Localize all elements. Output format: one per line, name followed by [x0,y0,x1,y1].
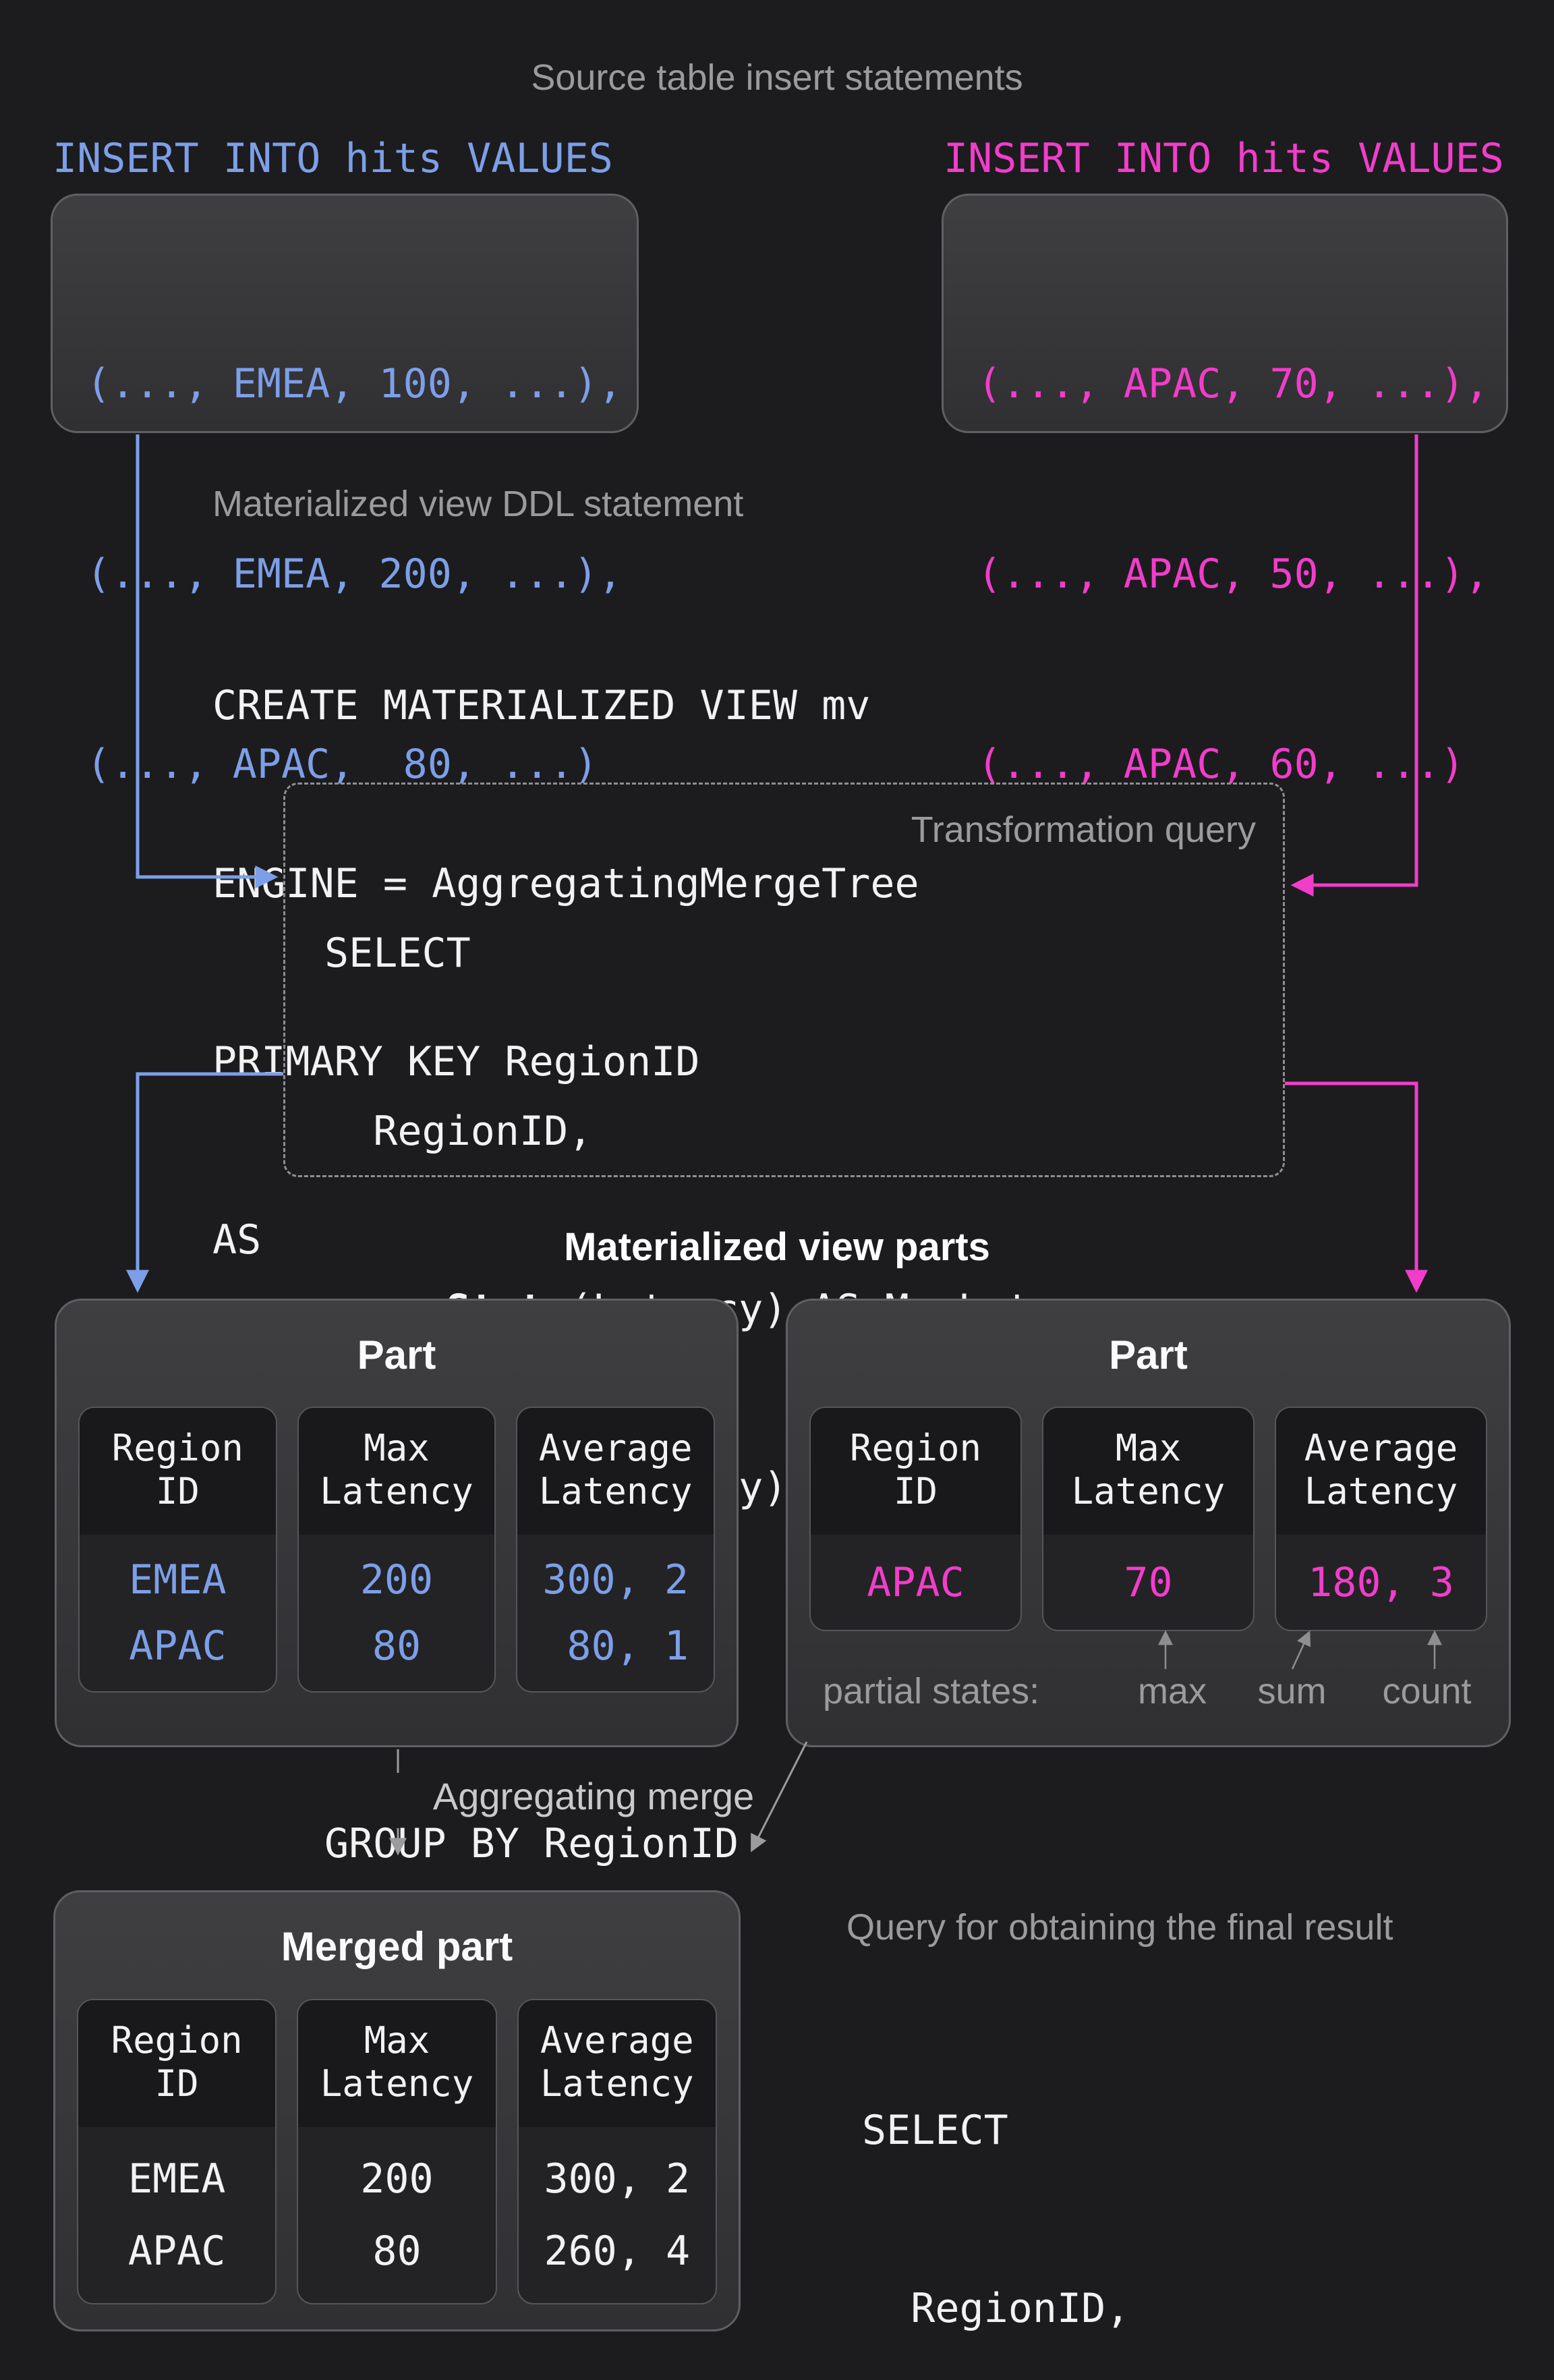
column-values: 300, 2 260, 4 [519,2127,716,2303]
parts-heading: Materialized view parts [564,1225,990,1269]
column-max-latency: Max Latency 70 [1042,1407,1255,1631]
cell: 80, 1 [542,1622,689,1670]
column-header: Region ID [78,2000,276,2127]
column-average-latency: Average Latency 300, 2 80, 1 [516,1407,716,1693]
column-header: Average Latency [518,2000,716,2127]
insert-right-box: (..., APAC, 70, ...), (..., APAC, 50, ..… [942,194,1508,788]
partial-state-sum: sum [1257,1671,1327,1711]
column-max-latency: Max Latency 200 80 [297,1999,497,2304]
partial-state-max: max [1137,1671,1207,1711]
transformation-query-box: Transformation query SELECT RegionID, ma… [283,783,1285,1867]
cell: APAC [129,1622,227,1670]
column-header: Max Latency [1043,1408,1253,1535]
code-line: GROUP BY RegionID [324,1820,739,1867]
cell: 180, 3 [1308,1558,1454,1606]
code-line: SELECT [862,2107,1008,2154]
insert-left-title: INSERT INTO hits VALUES [53,135,613,182]
part-right-title: Part [1109,1332,1188,1378]
cell: 70 [1124,1558,1173,1606]
column-values: EMEA APAC [78,2127,275,2303]
cell: 300, 2 [542,1556,689,1604]
transformation-query-label: Transformation query [911,810,1256,850]
column-average-latency: Average Latency 180, 3 [1275,1407,1487,1631]
column-average-latency: Average Latency 300, 2 260, 4 [517,1999,717,2304]
column-region-id: Region ID APAC [809,1407,1022,1631]
cell: 300, 2 [544,2155,691,2203]
column-header: Max Latency [298,2000,496,2127]
code-line: SELECT [324,930,471,977]
column-values: EMEA APAC [80,1535,276,1691]
insert-left-box: (..., EMEA, 100, ...), (..., EMEA, 200, … [51,194,639,788]
code-line: CREATE MATERIALIZED VIEW mv [212,682,871,729]
code-line: PRIMARY KEY RegionID [212,1038,700,1085]
insert-line: (..., EMEA, 100, ...), [86,360,623,407]
column-region-id: Region ID EMEA APAC [78,1407,277,1693]
column-header: Average Latency [1276,1408,1486,1535]
column-header: Region ID [80,1408,276,1535]
column-values: 200 80 [298,2127,495,2303]
cell: EMEA [129,1556,227,1604]
insert-right-title: INSERT INTO hits VALUES [944,135,1504,182]
column-values: 180, 3 [1276,1535,1486,1630]
cell: 260, 4 [544,2228,691,2275]
code-line: RegionID, [324,1108,593,1155]
partial-states-label: partial states: [823,1671,1040,1711]
column-header: Max Latency [298,1408,495,1535]
part-left-table: Region ID EMEA APAC Max Latency 200 80 [78,1407,716,1693]
column-header: Average Latency [517,1408,714,1535]
cell: 80 [372,1622,422,1670]
part-left-box: Part Region ID EMEA APAC Max Latency 200 [55,1299,739,1747]
cell: 200 [359,1556,434,1604]
column-region-id: Region ID EMEA APAC [77,1999,277,2304]
merged-part-box: Merged part Region ID EMEA APAC Max Late… [53,1890,741,2331]
part-left-title: Part [357,1332,436,1378]
cell: EMEA [127,2155,226,2203]
column-values: 200 80 [299,1535,495,1691]
final-query-label: Query for obtaining the final result [846,1907,1393,1948]
partial-state-count: count [1382,1671,1472,1711]
code-line: RegionID, [862,2285,1130,2332]
insert-line: (..., APAC, 50, ...), [977,550,1489,598]
insert-line: (..., APAC, 70, ...), [977,360,1489,407]
cell: APAC [867,1558,965,1606]
part-right-box: Part Region ID APAC Max Latency 70 [786,1299,1511,1747]
column-max-latency: Max Latency 200 80 [297,1407,496,1693]
column-values: APAC [811,1535,1020,1630]
page-title: Source table insert statements [531,57,1023,98]
merged-part-table: Region ID EMEA APAC Max Latency 200 80 [77,1999,717,2304]
cell: APAC [127,2228,226,2275]
column-values: 70 [1043,1535,1253,1630]
cell: 80 [372,2228,422,2275]
merged-part-title: Merged part [281,1924,513,1969]
column-header: Region ID [811,1408,1020,1535]
column-values: 300, 2 80, 1 [517,1535,714,1691]
ddl-label: Materialized view DDL statement [212,484,744,524]
aggregating-merge-label: Aggregating merge [432,1775,755,1817]
cell: 200 [360,2155,434,2203]
part-right-table: Region ID APAC Max Latency 70 Average [809,1407,1487,1631]
